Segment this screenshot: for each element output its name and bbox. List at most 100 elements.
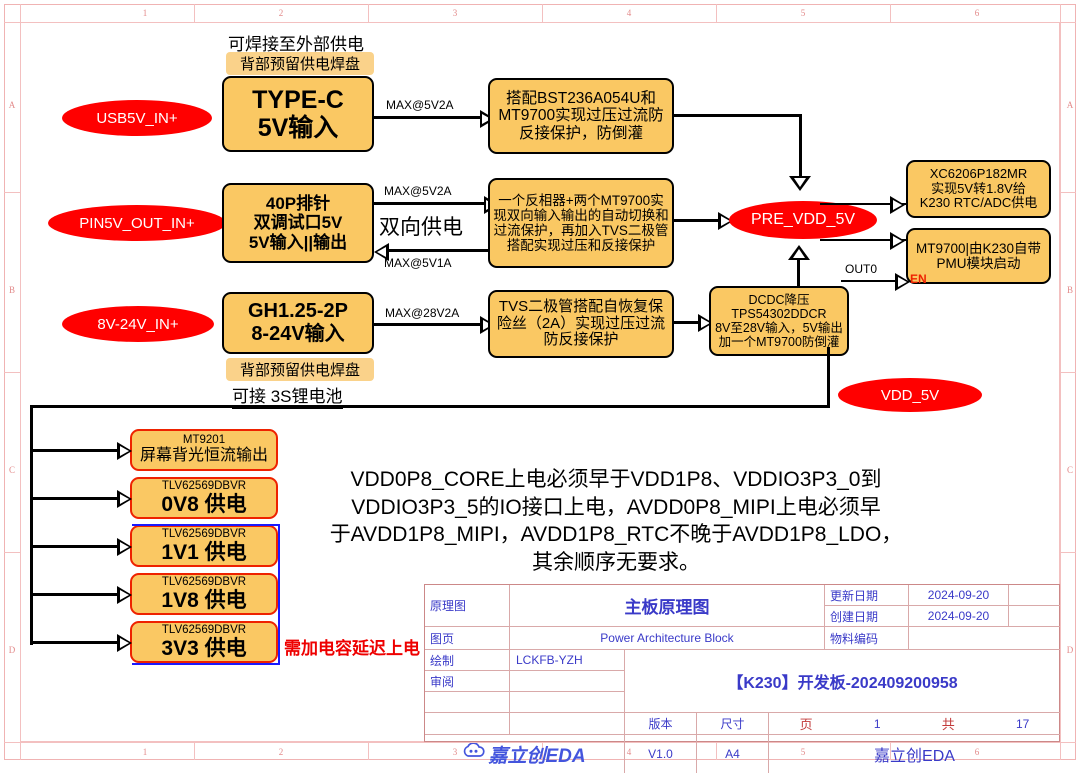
wire-prevdd-to-ldo: [820, 203, 910, 205]
wire-bus-rail-1: [30, 497, 122, 500]
seq-line4: 其余顺序无要求。: [532, 551, 700, 575]
jlceda-logo: 嘉立创EDA: [463, 741, 586, 768]
rail-3-label: 1V8 供电: [161, 588, 247, 612]
usb-protect-line2: MT9700实现过压过流防: [498, 107, 664, 125]
pin-protect-line2: 现双向输入输出的自动切换和: [493, 207, 669, 223]
label-en: EN: [910, 272, 927, 286]
arrow-typec-protect-inner: [482, 114, 491, 124]
pmu-line2: PMU模块启动: [936, 256, 1021, 271]
wire-out0-to-en: [841, 280, 903, 282]
note-cap-delay: 需加电容延迟上电: [284, 639, 420, 658]
rail-block-0: MT9201 屏幕背光恒流输出: [130, 429, 278, 471]
rail-1-part: TLV62569DBVR: [161, 479, 247, 492]
arrow-dcdc-in-inner: [701, 318, 710, 328]
rail-0-label: 屏幕背光恒流输出: [139, 447, 268, 465]
tb-value-create-date: 2024-09-20: [909, 606, 1009, 627]
wire-usbprotect-right: [674, 114, 802, 117]
tb-label-material: 物料编码: [825, 627, 909, 650]
wire-40p-to-protect: [374, 202, 486, 205]
gh125-line2: 8-24V输入: [251, 323, 345, 345]
rail-0-part: MT9201: [182, 434, 226, 447]
tb-update-date-spacer: [1009, 585, 1060, 606]
wire-protect-to-40p: [388, 249, 500, 252]
rail-block-1: TLV62569DBVR 0V8 供电: [130, 477, 278, 519]
block-pmu-mt9700: MT9700|由K230自带 PMU模块启动: [906, 228, 1051, 284]
note-battery: 可接 3S锂电池: [232, 382, 343, 409]
ruler-row-a-right: A: [1066, 100, 1074, 110]
net-vdd-5v: VDD_5V: [838, 378, 982, 412]
tb-value-size: A4: [697, 735, 769, 773]
rail-4-label: 3V3 供电: [161, 636, 247, 660]
tb-value-page: Power Architecture Block: [510, 627, 825, 650]
tb-value-schematic: 主板原理图: [510, 585, 825, 627]
ruler-row-a: A: [8, 100, 16, 110]
block-typec-input: TYPE-C 5V输入: [222, 76, 374, 152]
note-gh-pad: 背部预留供电焊盘: [226, 358, 374, 381]
tb-blank-bottomleft: [425, 713, 510, 735]
arrow-into-prevdd-top-inner: [794, 178, 806, 187]
bus-vertical: [30, 405, 33, 645]
pin-protect-line1: 一个反相器+两个MT9700实: [498, 192, 664, 208]
usb-protect-line1: 搭配BST236A054U和: [506, 89, 656, 107]
note-bidirectional: 双向供电: [379, 216, 463, 239]
wire-prevdd-to-pmu: [820, 239, 910, 241]
arrow-en-in-inner: [898, 277, 907, 287]
seq-line2: VDDIO3P3_5的IO接口上电，AVDD0P8_MIPI上电必须早: [351, 495, 881, 519]
power-sequence-note: VDD0P8_CORE上电必须早于VDD1P8、VDDIO3P3_0到 VDDI…: [196, 466, 1036, 577]
label-usb-max: MAX@5V2A: [386, 98, 454, 112]
arrow-protect-40p-inner: [377, 247, 386, 257]
ruler-col-4-bottom: 4: [626, 747, 632, 757]
label-pin-max-out: MAX@5V1A: [384, 256, 452, 270]
wire-typec-to-protect: [374, 116, 482, 119]
block-40p-header: 40P排针 双调试口5V 5V输入||输出: [222, 183, 374, 263]
arrow-rail-1-inner: [120, 494, 129, 504]
typec-line2: 5V输入: [257, 114, 339, 142]
wire-dcdc-up: [797, 256, 800, 288]
arrow-ldo-in-inner: [893, 200, 902, 210]
dcdc-line2: TPS54302DDCR: [731, 306, 827, 321]
pin-protect-line3: 过流保护，再加入TVS二极管: [493, 223, 669, 238]
block-40p-protection: 一个反相器+两个MT9700实 现双向输入输出的自动切换和 过流保护，再加入TV…: [488, 178, 674, 268]
block-usb-protection: 搭配BST236A054U和 MT9700实现过压过流防 反接保护，防倒灌: [488, 78, 674, 154]
tb-label-schematic: 原理图: [425, 585, 510, 627]
tb-value-drawn: LCKFB-YZH: [510, 650, 625, 671]
bus-riser-to-dcdc: [827, 347, 830, 408]
tb-blank-bottomleft2: [510, 713, 625, 735]
ruler-col-6-bottom: 6: [974, 747, 980, 757]
ruler-col-3: 3: [452, 8, 458, 18]
block-ldo-xc6206: XC6206P182MR 实现5V转1.8V给 K230 RTC/ADC供电: [906, 160, 1051, 218]
rail-3-part: TLV62569DBVR: [161, 575, 247, 588]
ruler-col-1-bottom: 1: [142, 747, 148, 757]
tb-company: 嘉立创EDA: [874, 748, 955, 765]
wire-pinprotect-to-prevdd: [674, 219, 722, 222]
pin-protect-line4: 搭配实现过压和反接保护: [506, 238, 656, 254]
tb-create-date-spacer: [1009, 606, 1060, 627]
ruler-row-b-right: B: [1066, 285, 1073, 295]
tb-blank-left: [425, 692, 510, 713]
note-typec-pad: 背部预留供电焊盘: [226, 52, 374, 75]
pin40-line3: 5V输入||输出: [248, 232, 348, 252]
tb-label-review: 审阅: [425, 671, 510, 692]
wire-usbprotect-down: [799, 114, 802, 182]
tb-label-size: 尺寸: [697, 713, 769, 735]
ruler-col-5: 5: [800, 8, 806, 18]
tb-blank-left2: [510, 692, 625, 713]
net-pre-vdd-5v: PRE_VDD_5V: [729, 201, 877, 239]
ruler-row-d-right: D: [1066, 645, 1074, 655]
ruler-col-3-bottom: 3: [452, 747, 458, 757]
wire-bus-rail-3: [30, 593, 122, 596]
ruler-col-2: 2: [278, 8, 284, 18]
ruler-col-6: 6: [974, 8, 980, 18]
rail-1-label: 0V8 供电: [161, 492, 247, 516]
bus-horizontal-top: [30, 405, 830, 408]
net-usb5v-in: USB5V_IN+: [62, 100, 212, 136]
tb-logo: 嘉立创EDA: [425, 735, 625, 773]
rail-2-part: TLV62569DBVR: [161, 527, 247, 540]
tb-project: 【K230】开发板-202409200958: [625, 650, 1060, 713]
seq-line1: VDD0P8_CORE上电必须早于VDD1P8、VDDIO3P3_0到: [350, 468, 882, 491]
ruler-col-5-bottom: 5: [800, 747, 806, 757]
arrow-rail-2-inner: [120, 542, 129, 552]
dc-protect-line3: 防反接保护: [543, 331, 619, 349]
ruler-row-b: B: [8, 285, 15, 295]
arrow-rail-4-inner: [120, 638, 129, 648]
